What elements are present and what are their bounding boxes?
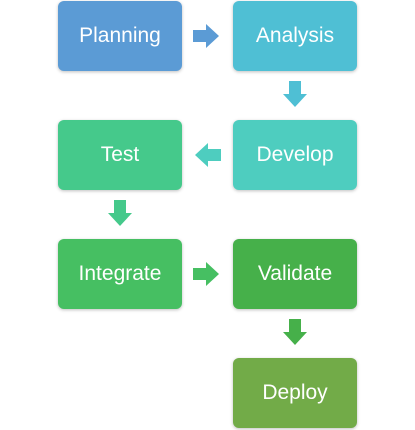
arrow-right-icon bbox=[192, 22, 220, 50]
arrow-down-icon bbox=[281, 80, 309, 108]
step-integrate-label: Integrate bbox=[78, 262, 162, 285]
arrow-down-icon bbox=[281, 318, 309, 346]
arrow-right-shape bbox=[193, 262, 219, 286]
step-planning-label: Planning bbox=[79, 24, 161, 47]
step-validate-box: Validate bbox=[233, 239, 357, 309]
arrow-right-shape bbox=[193, 24, 219, 48]
arrow-down-shape bbox=[283, 319, 307, 345]
step-develop-box: Develop bbox=[233, 120, 357, 190]
step-integrate-box: Integrate bbox=[58, 239, 182, 309]
step-deploy-box: Deploy bbox=[233, 358, 357, 428]
arrow-down-icon bbox=[106, 199, 134, 227]
arrow-left-icon bbox=[194, 141, 222, 169]
step-develop-label: Develop bbox=[256, 143, 334, 166]
step-validate-label: Validate bbox=[257, 262, 333, 285]
arrow-down-shape bbox=[283, 81, 307, 107]
step-deploy-label: Deploy bbox=[262, 381, 328, 404]
step-test-box: Test bbox=[58, 120, 182, 190]
arrow-down-shape bbox=[108, 200, 132, 226]
step-analysis-label: Analysis bbox=[255, 24, 335, 47]
arrow-right-icon bbox=[192, 260, 220, 288]
step-planning-box: Planning bbox=[58, 1, 182, 71]
step-analysis-box: Analysis bbox=[233, 1, 357, 71]
step-test-label: Test bbox=[100, 143, 140, 166]
arrow-left-shape bbox=[195, 143, 221, 167]
